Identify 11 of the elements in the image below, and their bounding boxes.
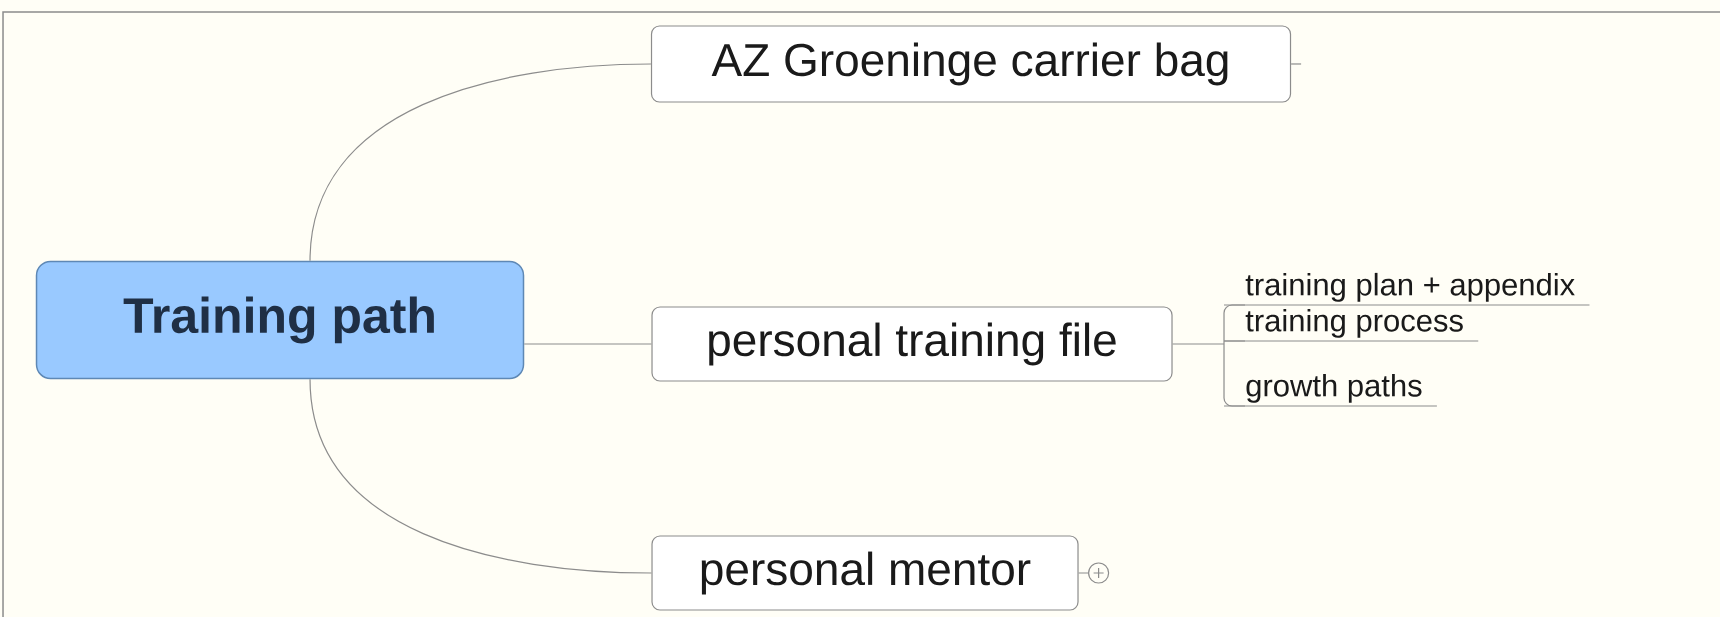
bracket-connector [1172, 304, 1246, 407]
subtopic-label: training plan + appendix [1223, 272, 1591, 306]
central-topic-box: Training path [35, 260, 525, 380]
topic-box: AZ Groeninge carrier bag [650, 25, 1292, 103]
connector-line [523, 343, 652, 345]
subtopic-label: training process [1223, 308, 1479, 342]
topic-box: personal mentor [651, 535, 1079, 611]
connector-line [309, 378, 652, 574]
topic-box: personal training file [651, 306, 1173, 382]
subtopic-label: growth paths [1223, 373, 1438, 407]
connector-line [309, 63, 652, 262]
